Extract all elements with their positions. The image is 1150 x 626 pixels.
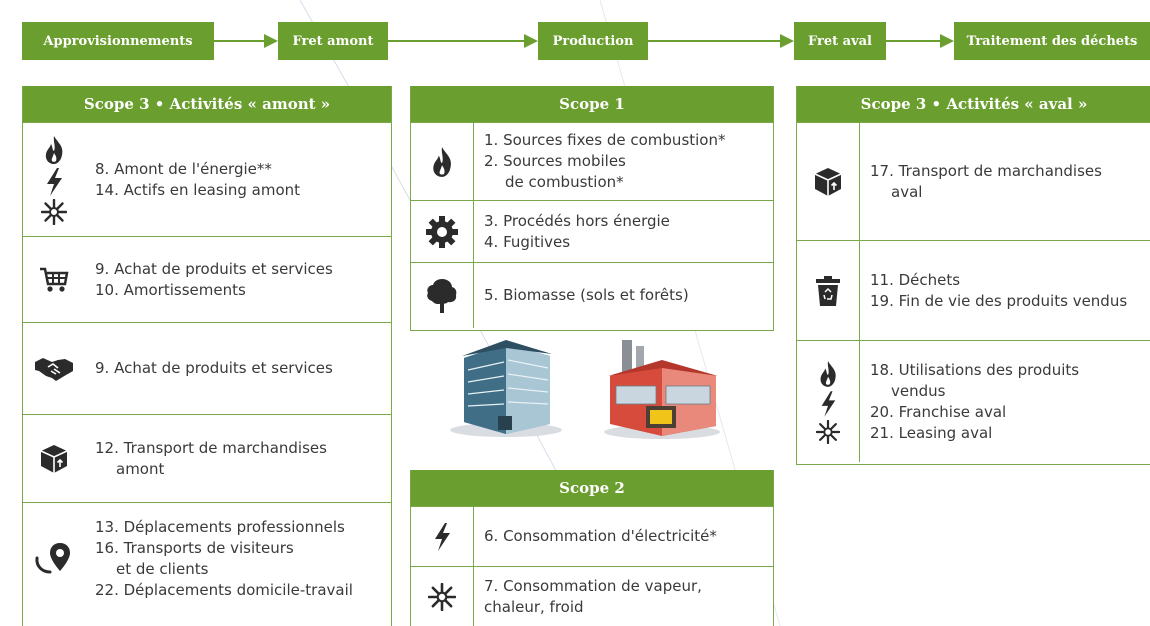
icon-cell (411, 201, 474, 262)
recycle-bin-icon (816, 275, 840, 306)
scope3-downstream-title: Scope 3 • Activités « aval » (797, 86, 1150, 122)
handshake-icon (35, 357, 73, 381)
flow-arrow (214, 34, 278, 48)
flow-step-fret-aval: Fret aval (794, 22, 886, 60)
list-item-line: amont (116, 459, 165, 478)
icon-cell (411, 567, 474, 626)
scope1-title: Scope 1 (411, 86, 773, 122)
list-item-line: vendus (891, 381, 946, 400)
list-item: 9. Achat de produits et services (23, 322, 391, 414)
icon-cell (23, 323, 85, 414)
list-item-line: 4. Fugitives (484, 232, 571, 251)
lightning-icon (435, 522, 450, 551)
list-item-line: 7. Consommation de vapeur, (484, 576, 702, 595)
list-item: 6. Consommation d'électricité* (411, 506, 773, 566)
snowflake-icon (41, 198, 67, 225)
package-icon (814, 167, 842, 196)
lightning-icon (47, 167, 62, 196)
list-item-line: 21. Leasing aval (870, 423, 993, 442)
icon-cell (411, 123, 474, 200)
gear-icon (426, 215, 458, 248)
list-item: 3. Procédés hors énergie 4. Fugitives (411, 200, 773, 262)
snowflake-icon (428, 582, 456, 611)
icon-cell (23, 237, 85, 322)
icon-cell (23, 503, 85, 614)
list-item-line: 22. Déplacements domicile-travail (95, 580, 353, 599)
list-item-line: 16. Transports de visiteurs (95, 538, 294, 557)
package-icon (40, 444, 68, 473)
list-item-line: 17. Transport de marchandises (870, 161, 1102, 180)
flow-arrow (886, 34, 954, 48)
flow-step-fret-amont: Fret amont (278, 22, 388, 60)
scope3-upstream-panel: Scope 3 • Activités « amont » 8. Amont d… (22, 86, 392, 626)
tree-icon (427, 278, 457, 313)
list-item-line: 14. Actifs en leasing amont (95, 180, 301, 199)
list-item: 12. Transport de marchandises amont (23, 414, 391, 502)
list-item-line: et de clients (116, 559, 209, 578)
list-item-line: 19. Fin de vie des produits vendus (870, 291, 1128, 310)
list-item-line: 5. Biomasse (sols et forêts) (484, 286, 689, 304)
flame-icon (45, 135, 63, 164)
flow-step-production: Production (538, 22, 648, 60)
list-item: 1. Sources fixes de combustion* 2. Sourc… (411, 122, 773, 200)
scope2-panel: Scope 2 6. Consommation d'électricité* 7… (410, 470, 774, 626)
location-icon (35, 542, 70, 573)
flow-arrow (648, 34, 794, 48)
list-item: 11. Déchets 19. Fin de vie des produits … (797, 240, 1150, 340)
list-item-line: 18. Utilisations des produits (870, 360, 1080, 379)
list-item-line: 12. Transport de marchandises (95, 438, 327, 457)
scope2-title: Scope 2 (411, 470, 773, 506)
flow-step-approvisionnements: Approvisionnements (22, 22, 214, 60)
scope3-upstream-title: Scope 3 • Activités « amont » (23, 86, 391, 122)
icon-cell (797, 241, 860, 340)
list-item-line: chaleur, froid (484, 597, 584, 616)
lightning-icon (821, 390, 836, 417)
list-item-line: 2. Sources mobiles (484, 152, 626, 170)
list-item-line: 8. Amont de l'énergie** (95, 159, 272, 178)
list-item: 13. Déplacements professionnels 16. Tran… (23, 502, 391, 614)
flow-arrow (388, 34, 538, 48)
list-item-line: 10. Amortissements (95, 280, 246, 299)
list-item: 7. Consommation de vapeur, chaleur, froi… (411, 566, 773, 626)
list-item: 18. Utilisations des produits vendus 20.… (797, 340, 1150, 462)
icon-cell (23, 415, 85, 502)
icon-cell (797, 123, 860, 240)
list-item-line: 1. Sources fixes de combustion* (484, 131, 726, 149)
list-item-line: 20. Franchise aval (870, 402, 1007, 421)
scope3-downstream-panel: Scope 3 • Activités « aval » 17. Transpo… (796, 86, 1150, 465)
list-item: 17. Transport de marchandises aval (797, 122, 1150, 240)
flow-step-traitement-dechets: Traitement des déchets (954, 22, 1150, 60)
factory-illustration (604, 340, 720, 439)
energy-icons (797, 341, 860, 462)
list-item: 8. Amont de l'énergie** 14. Actifs en le… (23, 122, 391, 236)
list-item: 5. Biomasse (sols et forêts) (411, 262, 773, 328)
list-item-line: 13. Déplacements professionnels (95, 517, 345, 536)
list-item-line: 6. Consommation d'électricité* (484, 527, 717, 545)
list-item-line: aval (891, 182, 923, 201)
icon-cell (411, 263, 474, 328)
flame-icon (820, 360, 836, 387)
energy-icons (23, 123, 85, 236)
scope1-panel: Scope 1 1. Sources fixes de combustion* … (410, 86, 774, 331)
list-item: 9. Achat de produits et services 10. Amo… (23, 236, 391, 322)
list-item-line: 9. Achat de produits et services (95, 259, 333, 278)
list-item-line: 9. Achat de produits et services (95, 359, 333, 377)
snowflake-icon (816, 419, 840, 444)
list-item-line: 11. Déchets (870, 270, 961, 289)
office-building-illustration (450, 340, 562, 437)
shopping-cart-icon (40, 267, 69, 292)
list-item-line: de combustion* (505, 173, 624, 191)
list-item-line: 3. Procédés hors énergie (484, 211, 670, 230)
icon-cell (411, 507, 474, 566)
flame-icon (433, 146, 451, 177)
